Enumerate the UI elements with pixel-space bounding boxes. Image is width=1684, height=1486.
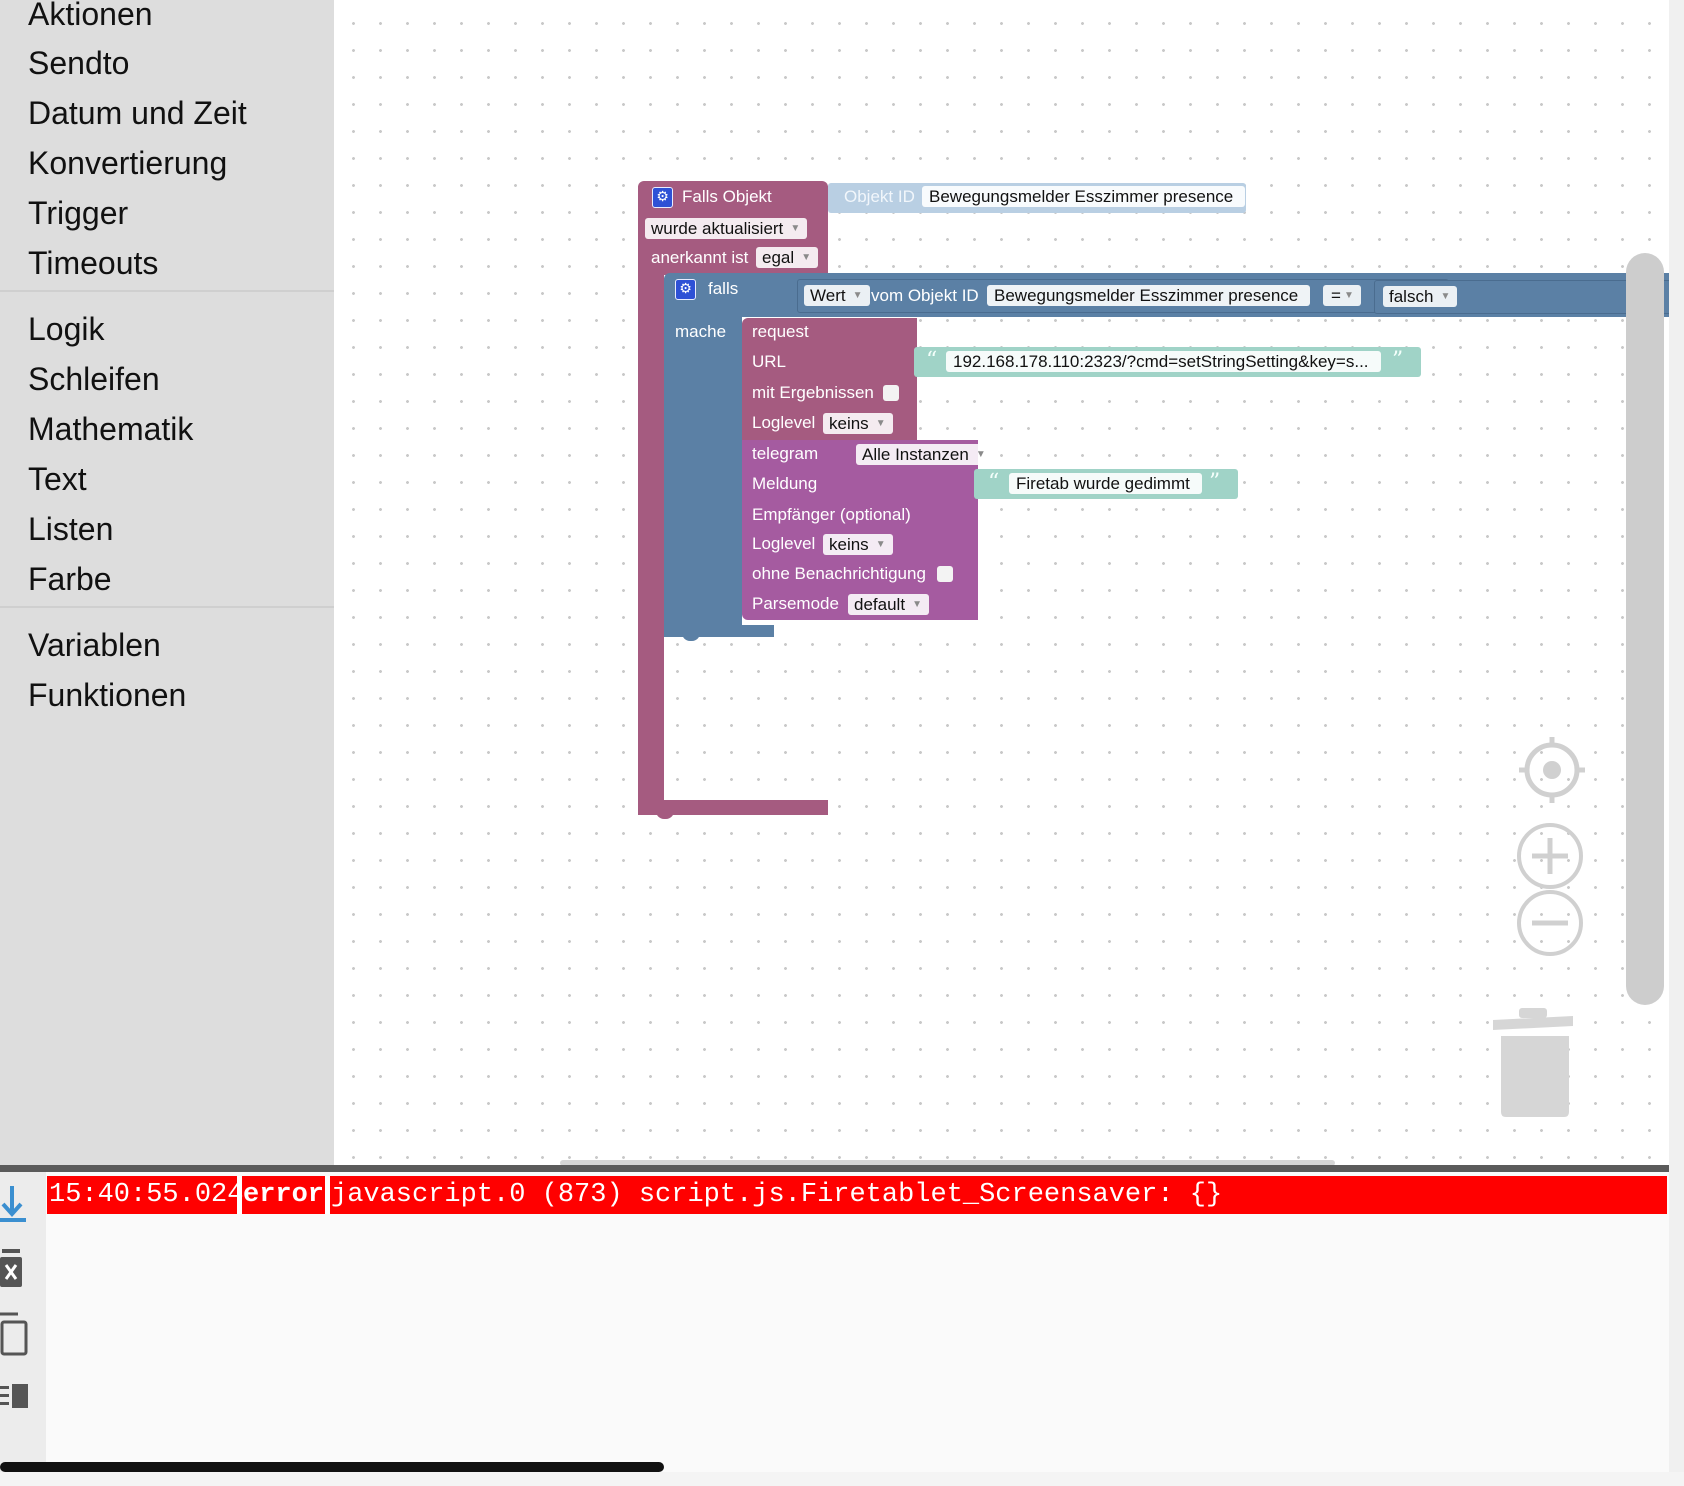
ack-label: anerkannt ist	[651, 248, 749, 267]
loglevel-dropdown[interactable]: keins▼	[823, 413, 893, 434]
request-title: request	[752, 322, 809, 341]
log-cell-separator	[237, 1176, 242, 1214]
value-type-dropdown[interactable]: Wert▼	[804, 285, 870, 306]
category-text[interactable]: Text	[28, 461, 87, 497]
category-trigger[interactable]: Trigger	[28, 195, 129, 231]
scroll-down-icon[interactable]	[0, 1184, 30, 1224]
url-label: URL	[752, 352, 787, 371]
object-id-field[interactable]: Bewegungsmelder Esszimmer presence	[922, 186, 1246, 207]
message-field[interactable]: Firetab wurde gedimmt	[1009, 473, 1202, 494]
category-datum-und-zeit[interactable]: Datum und Zeit	[28, 95, 247, 131]
page-edge	[1669, 0, 1684, 1486]
if-label: falls	[708, 279, 739, 298]
event-dropdown[interactable]: wurde aktualisiert▼	[645, 218, 808, 239]
category-variablen[interactable]: Variablen	[28, 627, 161, 663]
log-panel-divider[interactable]	[0, 1165, 1669, 1172]
gear-icon[interactable]: ⚙	[675, 279, 696, 300]
copy-icon[interactable]	[0, 1310, 30, 1358]
close-quote-icon: ”	[1209, 470, 1221, 495]
blockly-workspace[interactable]: ⚙ Falls Objekt Objekt ID Bewegungsmelder…	[334, 0, 1669, 1165]
operator-dropdown[interactable]: =▼	[1323, 285, 1361, 306]
gear-icon[interactable]: ⚙	[652, 187, 673, 208]
object-field[interactable]: Bewegungsmelder Esszimmer presence	[987, 285, 1311, 306]
category-aktionen[interactable]: Aktionen	[28, 0, 153, 32]
log-area	[46, 1172, 1669, 1472]
horizontal-scrollbar[interactable]	[560, 1160, 1335, 1166]
vertical-scrollbar[interactable]	[1626, 253, 1664, 1005]
message-label: Meldung	[752, 474, 818, 493]
telegram-loglevel-label: Loglevel	[752, 534, 816, 553]
toolbox-sidebar: Aktionen Sendto Datum und Zeit Konvertie…	[0, 0, 334, 1165]
category-separator	[0, 606, 334, 608]
category-schleifen[interactable]: Schleifen	[28, 361, 160, 397]
silent-label: ohne Benachrichtigung	[752, 564, 926, 583]
category-funktionen[interactable]: Funktionen	[28, 677, 187, 713]
trash-icon[interactable]	[1489, 1002, 1579, 1120]
log-time: 15:40:55.024	[49, 1180, 244, 1210]
close-quote-icon: ”	[1392, 348, 1404, 373]
list-icon[interactable]	[0, 1382, 30, 1416]
category-timeouts[interactable]: Timeouts	[28, 245, 159, 281]
url-field[interactable]: 192.168.178.110:2323/?cmd=setStringSetti…	[946, 351, 1381, 372]
open-quote-icon: “	[926, 348, 938, 373]
recipient-label: Empfänger (optional)	[752, 505, 911, 524]
telegram-block[interactable]	[742, 440, 978, 620]
results-checkbox[interactable]	[883, 385, 899, 401]
category-sendto[interactable]: Sendto	[28, 45, 130, 81]
telegram-title: telegram	[752, 444, 819, 463]
category-logik[interactable]: Logik	[28, 311, 105, 347]
ack-dropdown[interactable]: egal▼	[756, 247, 819, 268]
bool-dropdown[interactable]: falsch▼	[1383, 286, 1458, 307]
log-message: javascript.0 (873) script.js.Firetablet_…	[331, 1180, 1223, 1210]
silent-checkbox[interactable]	[937, 566, 953, 582]
parsemode-label: Parsemode	[752, 594, 839, 613]
category-separator	[0, 290, 334, 292]
parsemode-dropdown[interactable]: default▼	[848, 594, 930, 615]
log-toolbar	[0, 1172, 47, 1472]
trigger-title: Falls Objekt	[682, 187, 772, 206]
category-farbe[interactable]: Farbe	[28, 561, 112, 597]
object-id-label: Objekt ID	[844, 187, 915, 206]
target-icon[interactable]	[1517, 735, 1587, 805]
of-object-label: vom Objekt ID	[871, 286, 979, 305]
zoom-out-icon[interactable]	[1515, 888, 1585, 958]
category-mathematik[interactable]: Mathematik	[28, 411, 194, 447]
results-label: mit Ergebnissen	[752, 383, 874, 402]
horizontal-scroll-indicator[interactable]	[0, 1462, 664, 1472]
instance-dropdown[interactable]: Alle Instanzen▼	[856, 444, 993, 465]
do-label: mache	[675, 322, 727, 341]
log-cell-separator	[325, 1176, 330, 1214]
clear-log-icon[interactable]	[0, 1249, 30, 1291]
log-entry-error[interactable]: 15:40:55.024 error javascript.0 (873) sc…	[47, 1176, 1667, 1214]
open-quote-icon: “	[988, 470, 1000, 495]
category-konvertierung[interactable]: Konvertierung	[28, 145, 228, 181]
zoom-in-icon[interactable]	[1515, 821, 1585, 891]
page-bottom-edge	[0, 1472, 1684, 1486]
log-level: error	[243, 1180, 325, 1210]
telegram-loglevel-dropdown[interactable]: keins▼	[823, 534, 893, 555]
loglevel-label: Loglevel	[752, 413, 816, 432]
category-listen[interactable]: Listen	[28, 511, 114, 547]
